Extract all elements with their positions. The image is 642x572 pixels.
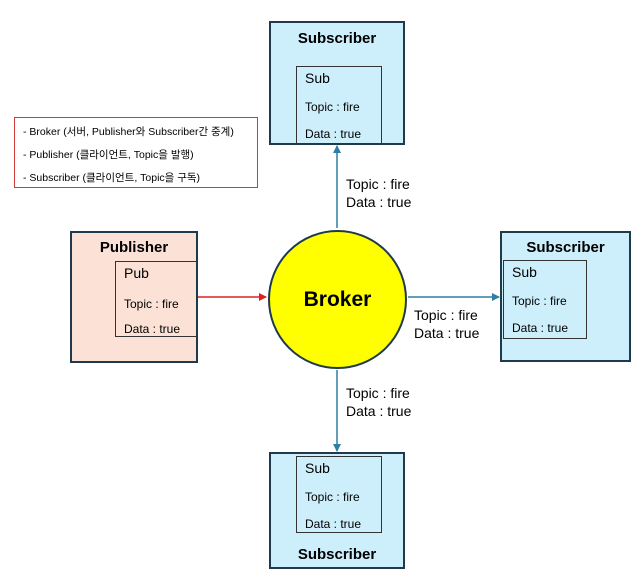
subscriber-node-top: Subscriber Sub Topic : fire Data : true xyxy=(269,21,405,145)
subscriber-title: Subscriber xyxy=(297,546,377,563)
message-data: Data : true xyxy=(346,194,412,210)
legend-item-subscriber: - Subscriber (클라이언트, Topic을 구독) xyxy=(23,172,201,184)
sub-header: Sub xyxy=(512,264,537,280)
sub-message-box: Sub Topic : fire Data : true xyxy=(296,456,382,533)
message-topic: Topic : fire xyxy=(346,176,410,192)
pub-topic: Topic : fire xyxy=(124,297,179,311)
message-data: Data : true xyxy=(414,325,480,341)
sub-message-box: Sub Topic : fire Data : true xyxy=(296,66,382,144)
pub-header: Pub xyxy=(124,265,149,281)
subscriber-node-right: Subscriber Sub Topic : fire Data : true xyxy=(500,231,631,362)
sub-topic: Topic : fire xyxy=(305,100,360,114)
sub-data: Data : true xyxy=(305,517,362,531)
message-data: Data : true xyxy=(346,403,412,419)
legend-item-publisher: - Publisher (클라이언트, Topic을 발행) xyxy=(23,149,194,161)
sub-header: Sub xyxy=(305,460,330,476)
sub-topic: Topic : fire xyxy=(512,294,567,308)
broker-node: Broker xyxy=(268,230,407,369)
legend-item-broker: - Broker (서버, Publisher와 Subscriber간 중계) xyxy=(23,126,234,138)
sub-data: Data : true xyxy=(512,321,569,335)
subscriber-title: Subscriber xyxy=(297,30,377,47)
message-label-right: Topic : fire Data : true xyxy=(414,306,479,342)
subscriber-node-bottom: Sub Topic : fire Data : true Subscriber xyxy=(269,452,405,569)
subscriber-title: Subscriber xyxy=(526,239,605,256)
sub-topic: Topic : fire xyxy=(305,490,360,504)
broker-label: Broker xyxy=(303,287,372,311)
message-label-top: Topic : fire Data : true xyxy=(346,175,411,211)
sub-data: Data : true xyxy=(305,127,362,141)
message-topic: Topic : fire xyxy=(414,307,478,323)
publisher-title: Publisher xyxy=(99,239,169,256)
sub-header: Sub xyxy=(305,70,330,86)
sub-message-box: Sub Topic : fire Data : true xyxy=(503,260,587,339)
pub-message-box: Pub Topic : fire Data : true xyxy=(115,261,198,337)
message-label-bottom: Topic : fire Data : true xyxy=(346,384,411,420)
publisher-node: Publisher Pub Topic : fire Data : true xyxy=(70,231,198,363)
message-topic: Topic : fire xyxy=(346,385,410,401)
pub-data: Data : true xyxy=(124,322,181,336)
legend-box: - Broker (서버, Publisher와 Subscriber간 중계)… xyxy=(14,117,258,188)
